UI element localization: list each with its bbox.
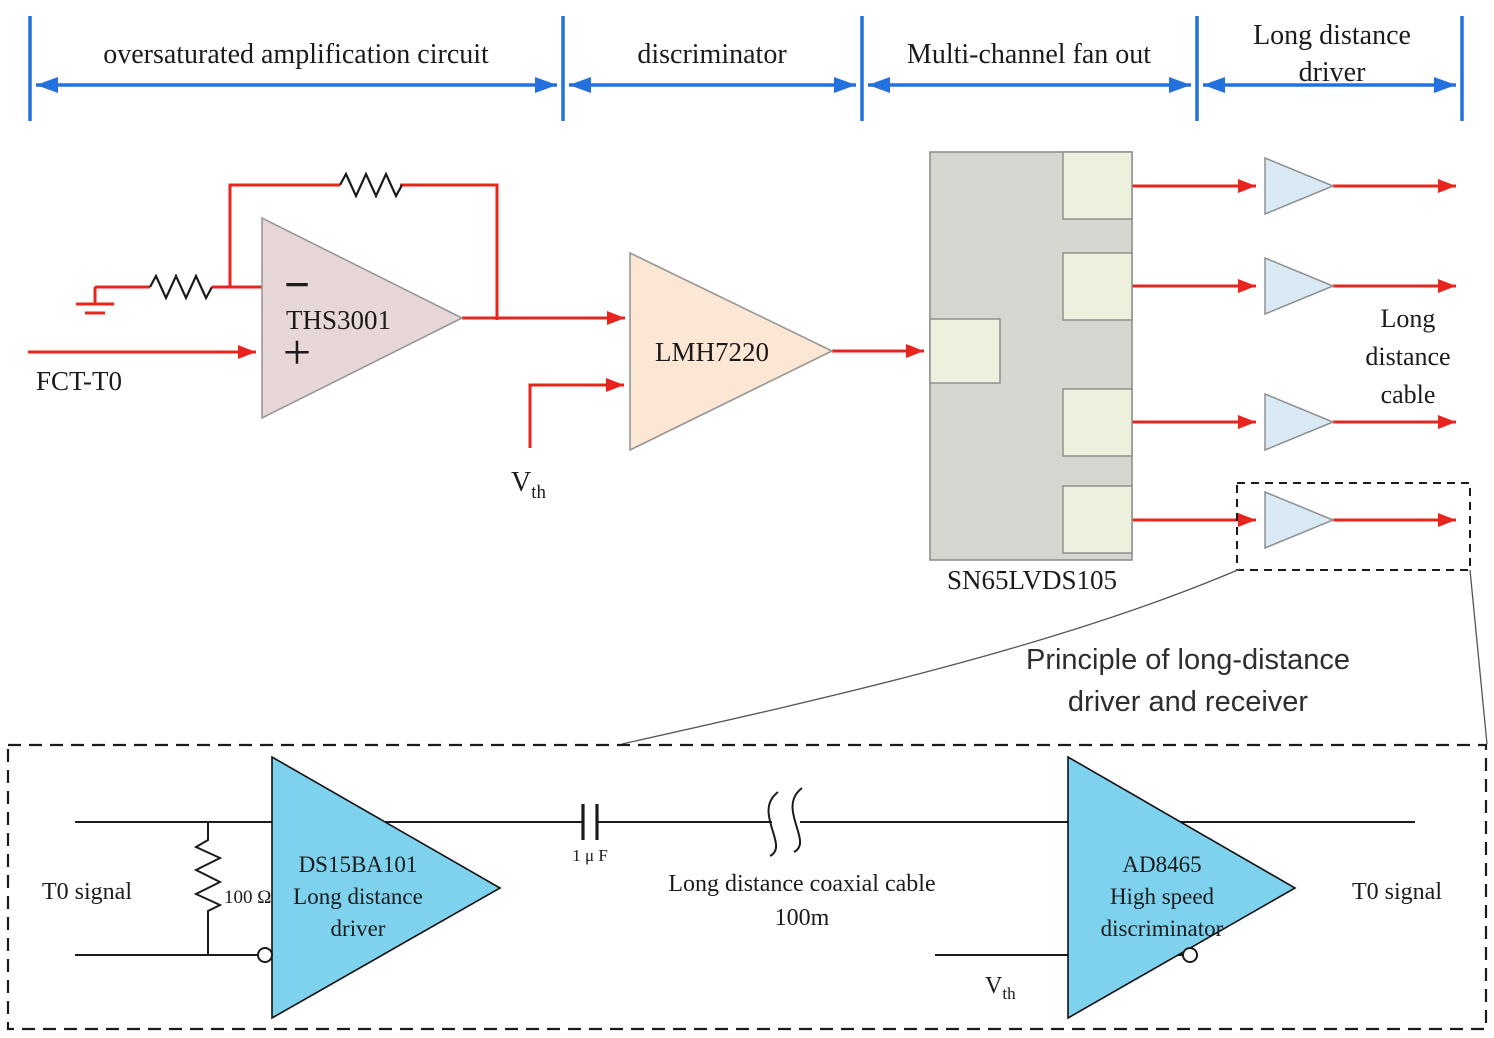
opamp-minus-sign: − — [284, 259, 310, 310]
fanout-output-port — [1062, 485, 1133, 554]
coax-cable-label-line2: 100m — [775, 905, 830, 931]
inset-receiver-label-line1: AD8465 — [1122, 852, 1201, 877]
section-label-fanout: Multi-channel fan out — [907, 39, 1151, 70]
cable-break-squiggle — [767, 791, 779, 857]
t0-signal-left-label: T0 signal — [42, 879, 132, 905]
inset-driver-label-line1: DS15BA101 — [299, 852, 418, 877]
coax-cable-label-line1: Long distance coaxial cable — [668, 871, 935, 897]
opamp-triangle — [261, 216, 464, 420]
opamp-plus-sign: + — [283, 324, 311, 380]
driver-buffer-icon — [1264, 256, 1335, 316]
fanout-output-port — [1062, 151, 1133, 220]
comparator-triangle — [629, 251, 834, 452]
fanout-chip-label: SN65LVDS105 — [947, 565, 1117, 595]
inset-driver-triangle — [271, 755, 502, 1020]
inset-dashed-box — [6, 743, 1488, 1031]
t0-signal-right-label: T0 signal — [1352, 879, 1442, 905]
vth-v: V — [511, 467, 531, 498]
section-label-driver-line1: Long distance — [1253, 20, 1411, 51]
inset-vth-v: V — [985, 973, 1003, 999]
zoom-source-box — [1236, 482, 1471, 571]
section-label-driver-line2: driver — [1299, 57, 1367, 88]
inset-driver-label-line3: driver — [331, 916, 386, 941]
vth-label: Vth — [511, 467, 547, 503]
wire-feedback-up — [228, 183, 340, 287]
resistor-value-label: 100 Ω — [224, 887, 271, 908]
driver-buffer-icon — [1264, 392, 1335, 452]
cable-note-line1: Long — [1381, 304, 1436, 333]
fanout-output-port — [1062, 388, 1133, 457]
leader-line — [1469, 569, 1488, 745]
cable-note-line3: cable — [1381, 380, 1436, 409]
comparator-chip-label: LMH7220 — [655, 337, 769, 367]
inset-driver-label-line2: Long distance — [293, 884, 423, 909]
callout-title-line1: Principle of long-distance — [1026, 644, 1350, 676]
callout-title-line2: driver and receiver — [1068, 686, 1308, 718]
dimension-ruler — [28, 16, 1464, 121]
inset-vth-sub: th — [1002, 984, 1016, 1003]
input-resistor-icon — [149, 273, 213, 301]
resistors — [149, 171, 403, 301]
cable-note-line2: distance — [1365, 342, 1450, 371]
section-label-discriminator: discriminator — [637, 39, 787, 70]
inverting-bubble-icon — [1182, 947, 1198, 963]
wire-vth-input — [528, 378, 624, 448]
fanout-output-port — [1062, 252, 1133, 321]
driver-buffer-icon — [1264, 490, 1335, 550]
inset-vth-label: Vth — [985, 973, 1016, 1003]
inverting-bubble-icon — [257, 947, 273, 963]
vth-sub: th — [531, 482, 546, 503]
section-label-amplifier: oversaturated amplification circuit — [103, 39, 489, 70]
wire-feedback-down — [400, 183, 499, 320]
fct-input-label: FCT-T0 — [36, 366, 122, 396]
capacitor-value-label: 1 μ F — [572, 846, 608, 865]
opamp-chip-label: THS3001 — [286, 305, 391, 335]
inset-receiver-triangle — [1067, 755, 1297, 1020]
inset-receiver-label-line2: High speed — [1110, 884, 1215, 909]
fanout-input-port — [929, 318, 1001, 384]
termination-resistor-icon — [193, 822, 223, 955]
driver-buffer-icon — [1264, 156, 1335, 216]
inset-receiver-label-line3: discriminator — [1101, 916, 1224, 941]
cable-break-squiggle — [791, 787, 803, 853]
feedback-resistor-icon — [339, 171, 403, 199]
leader-curve — [621, 568, 1241, 745]
